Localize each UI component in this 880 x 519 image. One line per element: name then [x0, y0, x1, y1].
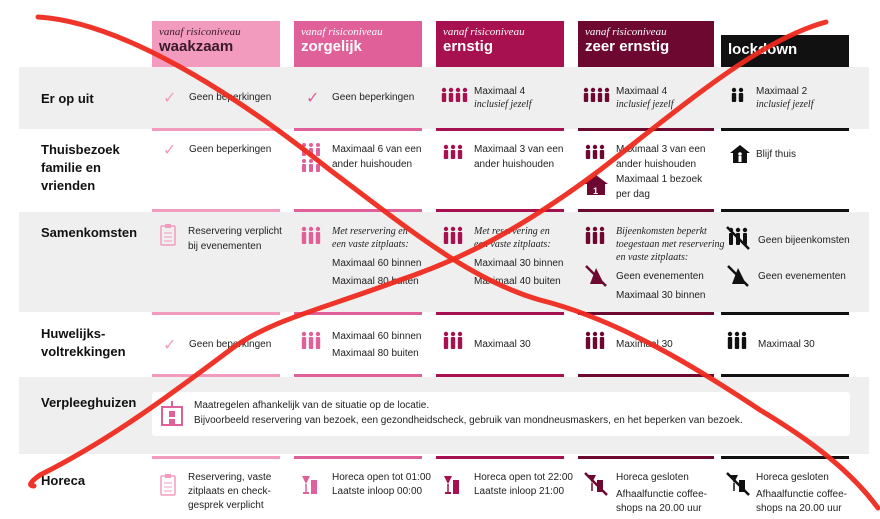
divider	[578, 456, 714, 459]
check-icon: ✓	[163, 142, 177, 159]
people-icon	[301, 331, 321, 349]
people-icon	[443, 331, 463, 349]
row-label: Thuisbezoek familie en vrienden	[41, 142, 120, 193]
level-name: waakzaam	[159, 38, 234, 55]
no-events-icon	[585, 265, 607, 287]
row-label: Horeca	[41, 473, 86, 488]
clipboard-icon	[160, 474, 176, 496]
stay-home-icon	[730, 145, 750, 163]
people-icon	[441, 87, 468, 102]
level-header-waakzaam: vanaf risiconiveau waakzaam	[152, 21, 280, 67]
people-icon	[585, 331, 605, 349]
divider	[152, 456, 280, 459]
no-events-icon	[727, 265, 749, 287]
level-prefix: vanaf risiconiveau	[159, 26, 241, 38]
drinks-icon	[302, 476, 317, 494]
divider	[721, 456, 849, 459]
level-prefix: vanaf risiconiveau	[443, 26, 525, 38]
people-icon	[583, 87, 610, 102]
no-gatherings-icon	[726, 226, 750, 250]
level-header-zeer-ernstig: vanaf risiconiveau zeer ernstig	[578, 21, 714, 67]
divider	[294, 456, 422, 459]
people-icon	[443, 226, 463, 244]
no-drinks-icon	[584, 472, 608, 496]
check-icon: ✓	[306, 90, 320, 107]
row-label: Er op uit	[41, 91, 94, 106]
people-icon	[585, 144, 605, 159]
people-icon	[731, 87, 744, 102]
verpleeghuizen-note: Maatregelen afhankelijk van de situatie …	[152, 392, 850, 436]
row-label: Verpleeghuizen	[41, 395, 137, 410]
nursing-home-icon	[161, 401, 183, 426]
level-name: ernstig	[443, 38, 494, 55]
level-name: zeer ernstig	[585, 38, 670, 55]
level-header-lockdown: lockdown	[721, 35, 849, 67]
level-name: zorgelijk	[301, 38, 362, 55]
no-drinks-icon	[726, 472, 750, 496]
check-icon: ✓	[163, 337, 177, 354]
divider	[436, 456, 564, 459]
row-label: Huwelijks- voltrekkingen	[41, 326, 126, 359]
level-prefix: vanaf risiconiveau	[301, 26, 383, 38]
people-icon	[727, 331, 747, 349]
row-thuisbezoek: Thuisbezoek familie en vrienden	[19, 131, 869, 211]
clipboard-icon	[160, 224, 176, 246]
level-header-zorgelijk: vanaf risiconiveau zorgelijk	[294, 21, 422, 67]
people-icon	[302, 143, 320, 172]
drinks-icon	[444, 476, 459, 494]
level-name: lockdown	[728, 41, 798, 58]
row-label: Samenkomsten	[41, 225, 138, 240]
people-icon	[585, 226, 605, 244]
check-icon: ✓	[163, 90, 177, 107]
house-badge: 1	[593, 186, 599, 196]
level-prefix: vanaf risiconiveau	[585, 26, 667, 38]
people-icon	[443, 144, 463, 159]
level-header-ernstig: vanaf risiconiveau ernstig	[436, 21, 564, 67]
people-icon	[301, 226, 321, 244]
